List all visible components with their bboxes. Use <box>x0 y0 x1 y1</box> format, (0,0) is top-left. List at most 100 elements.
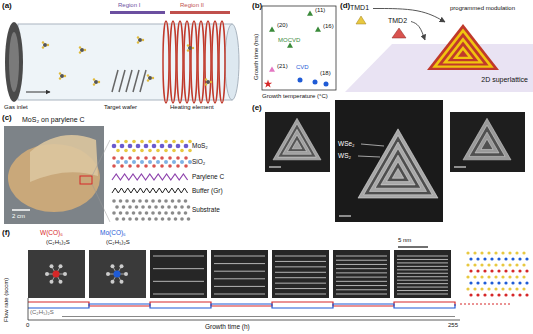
substrate-atom <box>171 211 175 215</box>
triangle-flake <box>475 132 499 153</box>
o-atom <box>152 156 156 160</box>
substrate-atom <box>112 199 116 203</box>
substrate-atom <box>154 205 158 209</box>
graphene-layer <box>112 188 188 193</box>
tmd1-flake <box>356 16 366 24</box>
lattice-fringe <box>397 283 448 284</box>
triangle-flake <box>273 118 321 160</box>
precursor-atom <box>210 81 212 83</box>
triangle-flake <box>381 155 415 185</box>
precursor-atom <box>205 83 207 85</box>
precursor-atom <box>137 41 139 43</box>
scale-bar <box>269 167 281 168</box>
substrate-atom <box>125 211 129 215</box>
substrate-atom <box>122 205 126 209</box>
precursor-atom <box>187 44 189 46</box>
stem-image <box>211 250 268 298</box>
o-atom <box>184 156 188 160</box>
material-label: WSe₂ <box>338 140 355 147</box>
si-atom <box>164 160 168 164</box>
s-atom <box>148 149 152 153</box>
precursor-atom <box>59 72 61 74</box>
substrate-atom <box>145 199 149 203</box>
o-atom <box>152 164 156 168</box>
co-ligand <box>111 264 115 268</box>
layer-label: MoS₂ <box>192 142 208 149</box>
lattice-fringe <box>214 263 265 264</box>
precursor-atom <box>192 47 194 49</box>
superlattice-atom <box>504 269 507 272</box>
peeled-film <box>30 135 98 182</box>
stem-image <box>394 250 451 298</box>
superlattice-atom <box>501 263 504 266</box>
mocvd-point <box>269 27 275 32</box>
reference-number: (20) <box>277 22 288 29</box>
superlattice-atom <box>476 257 479 260</box>
o-atom <box>176 164 180 168</box>
region-bar <box>170 11 230 14</box>
substrate-atom <box>122 217 126 221</box>
precursor-atom <box>205 78 207 80</box>
superlattice-atom <box>473 275 476 278</box>
superlattice-flake <box>425 22 501 72</box>
precursor-atom <box>147 79 149 81</box>
o-atom <box>168 156 172 160</box>
superlattice-atom <box>480 251 483 254</box>
lattice-fringe <box>275 272 326 273</box>
substrate-atom <box>180 217 184 221</box>
zoom-line <box>92 140 110 176</box>
panel-letter: (b) <box>252 2 262 11</box>
mo-atom <box>144 144 149 149</box>
heating-coil <box>177 21 183 103</box>
mo-atom <box>184 144 189 149</box>
photo-title: MoS₂ on parylene C <box>22 116 85 124</box>
precursor-atom <box>42 41 44 43</box>
superlattice-atom <box>483 281 486 284</box>
substrate-atom <box>177 211 181 215</box>
s-atom <box>140 140 144 144</box>
heating-coil <box>205 21 211 103</box>
precursor-atom <box>93 83 95 85</box>
parylene-chain <box>112 174 188 180</box>
precursor-atom <box>152 77 154 79</box>
lattice-fringe <box>153 294 204 295</box>
series-label: (C₂H₅)₂S <box>30 309 54 316</box>
superlattice-atom <box>525 257 528 260</box>
connector-arrow <box>373 9 445 23</box>
substrate-atom <box>187 217 191 221</box>
lattice-fringe <box>397 266 448 267</box>
o-atom <box>136 164 140 168</box>
substrate-atom <box>167 205 171 209</box>
lattice-fringe <box>397 256 448 257</box>
substrate-atom <box>158 211 162 215</box>
reference-number: (21) <box>277 63 288 70</box>
flow-line-s <box>62 316 455 317</box>
heating-coil <box>191 21 197 103</box>
precursor-atom <box>42 46 44 48</box>
s-atom <box>156 140 160 144</box>
co-ligand <box>45 272 49 276</box>
precursor-atom <box>79 51 81 53</box>
precursor-molecule <box>148 76 152 80</box>
mo-atom <box>168 144 173 149</box>
lattice-fringe <box>214 278 265 279</box>
node-text: TMD2 <box>388 17 410 25</box>
precursor-atom <box>98 81 100 83</box>
triangle-flake <box>469 125 505 156</box>
lattice-fringe <box>336 289 387 290</box>
superlattice-atom <box>497 269 500 272</box>
precursor-atom <box>79 46 81 48</box>
o-atom <box>168 164 172 168</box>
substrate-atom <box>151 211 155 215</box>
substrate-atom <box>174 217 178 221</box>
triangle-flake <box>375 149 421 189</box>
substrate-atom <box>184 211 188 215</box>
superlattice-atom <box>525 293 528 296</box>
lattice-fringe <box>336 268 387 269</box>
lattice-fringe <box>275 261 326 262</box>
superlattice-atom <box>515 263 518 266</box>
lattice-fringe <box>336 264 387 265</box>
superlattice-atom <box>522 287 525 290</box>
substrate-atom <box>164 199 168 203</box>
superlattice-atom <box>525 281 528 284</box>
